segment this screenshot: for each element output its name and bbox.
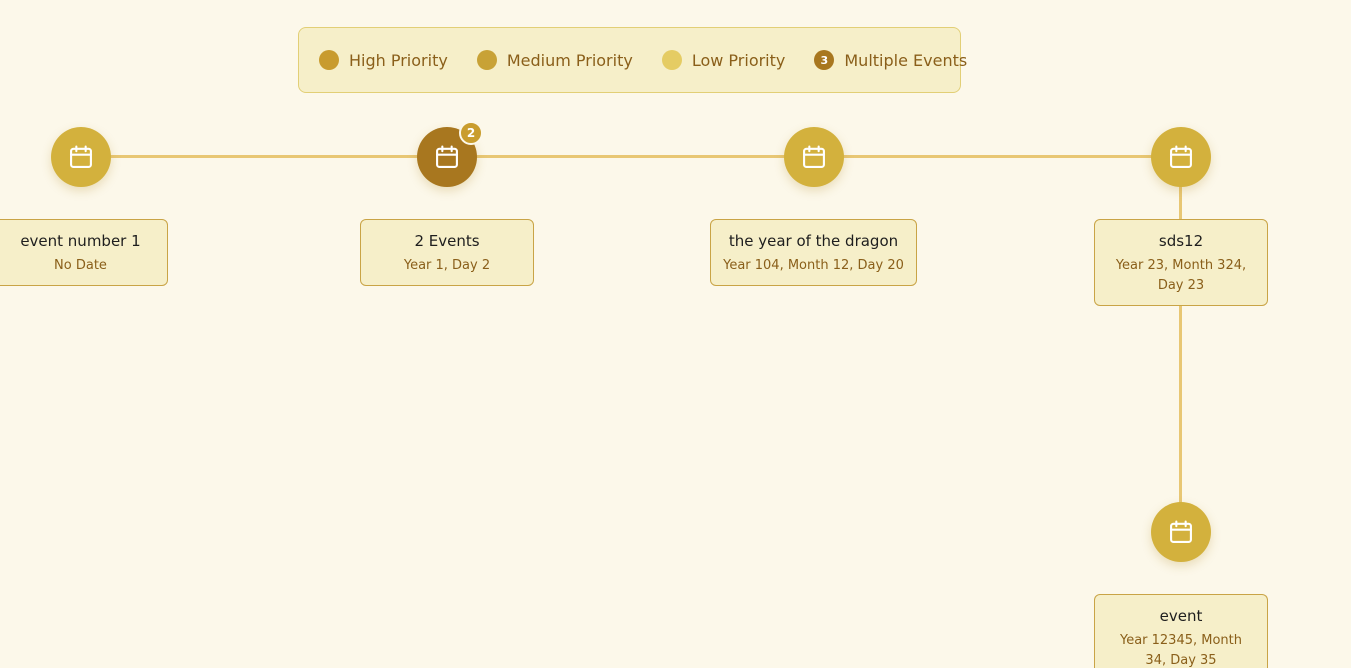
calendar-icon <box>800 143 828 171</box>
event-title: event <box>1159 607 1203 625</box>
event-date: Year 1, Day 2 <box>403 258 491 273</box>
event-title: event number 1 <box>20 232 141 250</box>
timeline-node-1[interactable] <box>51 127 111 187</box>
legend-item-high: High Priority <box>319 50 448 70</box>
calendar-icon <box>1167 143 1195 171</box>
legend-item-medium: Medium Priority <box>476 50 633 70</box>
event-date: Year 12345, Month 34, Day 35 <box>1119 633 1243 668</box>
event-date: Year 23, Month 324, Day 23 <box>1115 258 1247 293</box>
legend-item-multiple: 3 Multiple Events <box>814 50 967 70</box>
event-title: the year of the dragon <box>728 232 899 250</box>
timeline-connector-vertical <box>1179 157 1182 532</box>
calendar-icon <box>67 143 95 171</box>
timeline-node-3[interactable] <box>784 127 844 187</box>
high-priority-dot-icon <box>319 50 339 70</box>
legend-label: Low Priority <box>691 50 786 70</box>
timeline-node-4[interactable] <box>1151 127 1211 187</box>
event-card[interactable]: sds12 Year 23, Month 324, Day 23 <box>1094 219 1268 306</box>
timeline-node-5[interactable] <box>1151 502 1211 562</box>
legend-item-low: Low Priority <box>661 50 786 70</box>
event-date: No Date <box>54 258 107 273</box>
legend-label: Medium Priority <box>506 50 633 70</box>
event-title: sds12 <box>1158 232 1204 250</box>
multiple-events-count-icon: 3 <box>814 50 835 70</box>
timeline-node-2[interactable]: 2 <box>417 121 483 187</box>
event-card[interactable]: event Year 12345, Month 34, Day 35 <box>1094 594 1268 668</box>
event-title: 2 Events <box>414 232 480 250</box>
calendar-icon <box>433 143 461 171</box>
legend-label: High Priority <box>349 50 448 70</box>
event-count-badge: 2 <box>459 121 483 145</box>
legend: High Priority Medium Priority Low Priori… <box>298 27 967 93</box>
event-card[interactable]: event number 1 No Date <box>0 219 168 286</box>
event-card[interactable]: 2 Events Year 1, Day 2 <box>360 219 534 286</box>
legend-label: Multiple Events <box>844 50 968 70</box>
event-date: Year 104, Month 12, Day 20 <box>723 258 904 273</box>
low-priority-dot-icon <box>661 50 682 70</box>
timeline-connector <box>81 155 1181 158</box>
medium-priority-dot-icon <box>476 50 497 70</box>
event-card[interactable]: the year of the dragon Year 104, Month 1… <box>710 219 917 286</box>
calendar-icon <box>1167 518 1195 546</box>
